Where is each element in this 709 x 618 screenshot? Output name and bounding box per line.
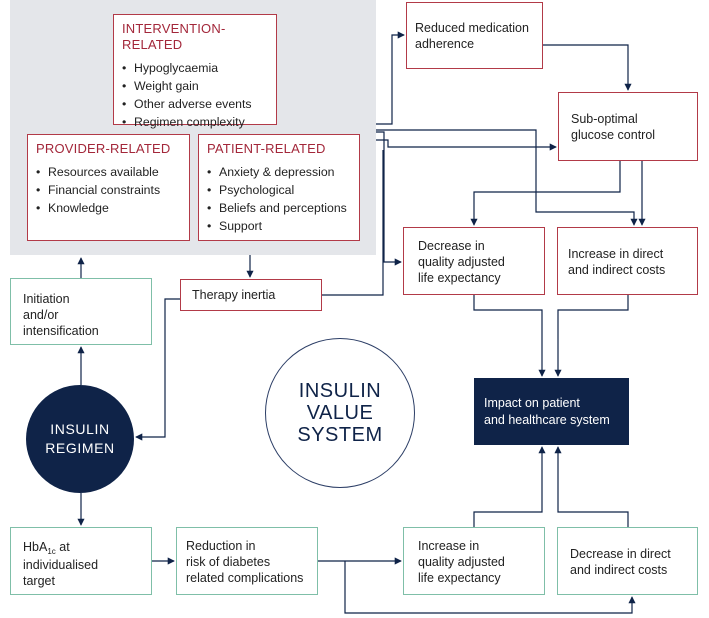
therapy-inertia-box: Therapy inertia [180, 279, 322, 311]
intervention-title: INTERVENTION-RELATED [122, 21, 226, 52]
increase-qale-box: Increase in quality adjusted life expect… [403, 527, 545, 595]
hba1c-suffix: at individualised target [23, 540, 99, 588]
reduction-risk-box: Reduction in risk of diabetes related co… [176, 527, 318, 595]
arrow-increase-costs-to-impact [554, 295, 629, 377]
hba1c-subscript: 1c [47, 547, 56, 556]
arrow-decrease-qale-to-impact [473, 295, 546, 377]
list-item: Knowledge [36, 199, 181, 217]
list-item: Psychological [207, 181, 351, 199]
patient-list: Anxiety & depression Psychological Belie… [207, 163, 351, 235]
list-item: Financial constraints [36, 181, 181, 199]
provider-related-box: PROVIDER-RELATED Resources available Fin… [27, 134, 190, 241]
intervention-list: Hypoglycaemia Weight gain Other adverse … [122, 59, 268, 131]
list-item: Other adverse events [122, 95, 268, 113]
list-item: Anxiety & depression [207, 163, 351, 181]
list-item: Regimen complexity [122, 113, 268, 131]
patient-title: PATIENT-RELATED [207, 141, 326, 156]
arrow-panel-to-decrease-qale [376, 131, 402, 266]
list-item: Beliefs and perceptions [207, 199, 351, 217]
provider-title: PROVIDER-RELATED [36, 141, 171, 156]
arrow-panel-to-suboptimal [376, 139, 557, 151]
arrow-suboptimal-to-decrease-qale [470, 161, 621, 226]
patient-related-box: PATIENT-RELATED Anxiety & depression Psy… [198, 134, 360, 241]
arrow-decrease-costs-to-impact [554, 446, 629, 527]
hba1c-box: HbA1c at individualised target [10, 527, 152, 595]
decrease-costs-box: Decrease in direct and indirect costs [557, 527, 698, 595]
decrease-qale-box: Decrease in quality adjusted life expect… [403, 227, 545, 295]
reduced-adherence-box: Reduced medication adherence [406, 2, 543, 69]
initiation-box: Initiation and/or intensification [10, 278, 152, 345]
intervention-related-box: INTERVENTION-RELATED Hypoglycaemia Weigh… [113, 14, 277, 131]
list-item: Resources available [36, 163, 181, 181]
list-item: Support [207, 217, 351, 235]
hba1c-prefix: HbA [23, 540, 48, 554]
arrow-increase-qale-to-impact [473, 446, 546, 527]
suboptimal-glucose-box: Sub-optimal glucose control [558, 92, 698, 161]
insulin-value-system-circle: INSULIN VALUE SYSTEM [265, 338, 415, 488]
arrow-panel-to-adherence [376, 31, 405, 125]
insulin-regimen-circle: INSULIN REGIMEN [26, 385, 134, 493]
impact-box: Impact on patient and healthcare system [474, 378, 629, 445]
arrow-adherence-to-suboptimal [543, 44, 632, 91]
provider-list: Resources available Financial constraint… [36, 163, 181, 217]
list-item: Weight gain [122, 77, 268, 95]
list-item: Hypoglycaemia [122, 59, 268, 77]
increase-costs-box: Increase in direct and indirect costs [557, 227, 698, 295]
